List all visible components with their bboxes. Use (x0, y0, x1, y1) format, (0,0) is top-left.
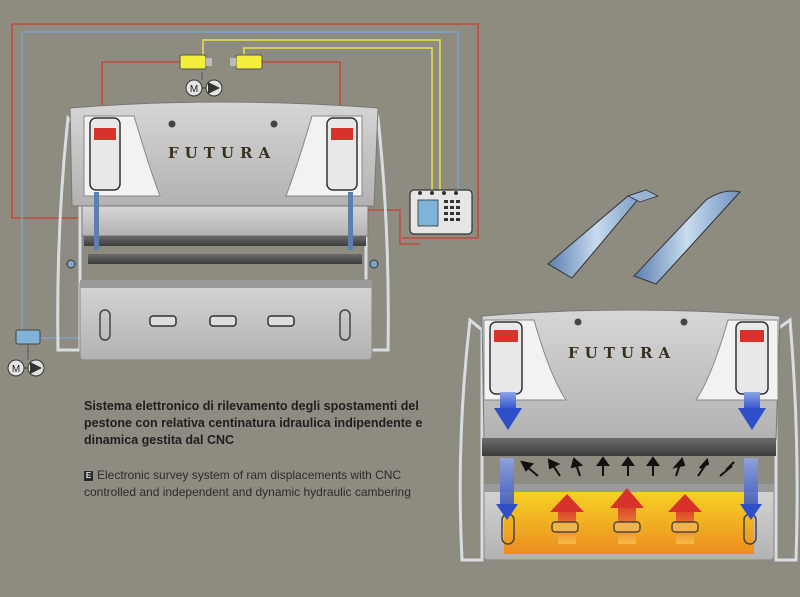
proportional-valve-left (179, 54, 212, 70)
cnc-control-unit (409, 189, 473, 235)
press-brake-left (56, 101, 390, 361)
bent-sheet-2 (633, 190, 741, 285)
brand-logo-bottom: FUTURA (568, 344, 676, 362)
pump-motor-top: M (185, 72, 223, 97)
proportional-valve-right (230, 54, 263, 70)
svg-text:M: M (190, 84, 198, 95)
ram-force-arrows (494, 392, 766, 520)
deflection-arrows (520, 456, 735, 477)
hydraulic-valve-bottom (15, 329, 41, 360)
bent-sheet-1 (547, 188, 660, 279)
language-badge-english: E (84, 471, 93, 481)
pump-motor-bottom: M (7, 359, 45, 377)
cambering-force-arrows (550, 488, 702, 544)
caption-italian: Sistema elettronico di rilevamento degli… (84, 399, 423, 447)
svg-text:M: M (12, 364, 20, 375)
brand-logo-top: FUTURA (168, 144, 276, 162)
caption-english-text: Electronic survey system of ram displace… (84, 468, 411, 499)
